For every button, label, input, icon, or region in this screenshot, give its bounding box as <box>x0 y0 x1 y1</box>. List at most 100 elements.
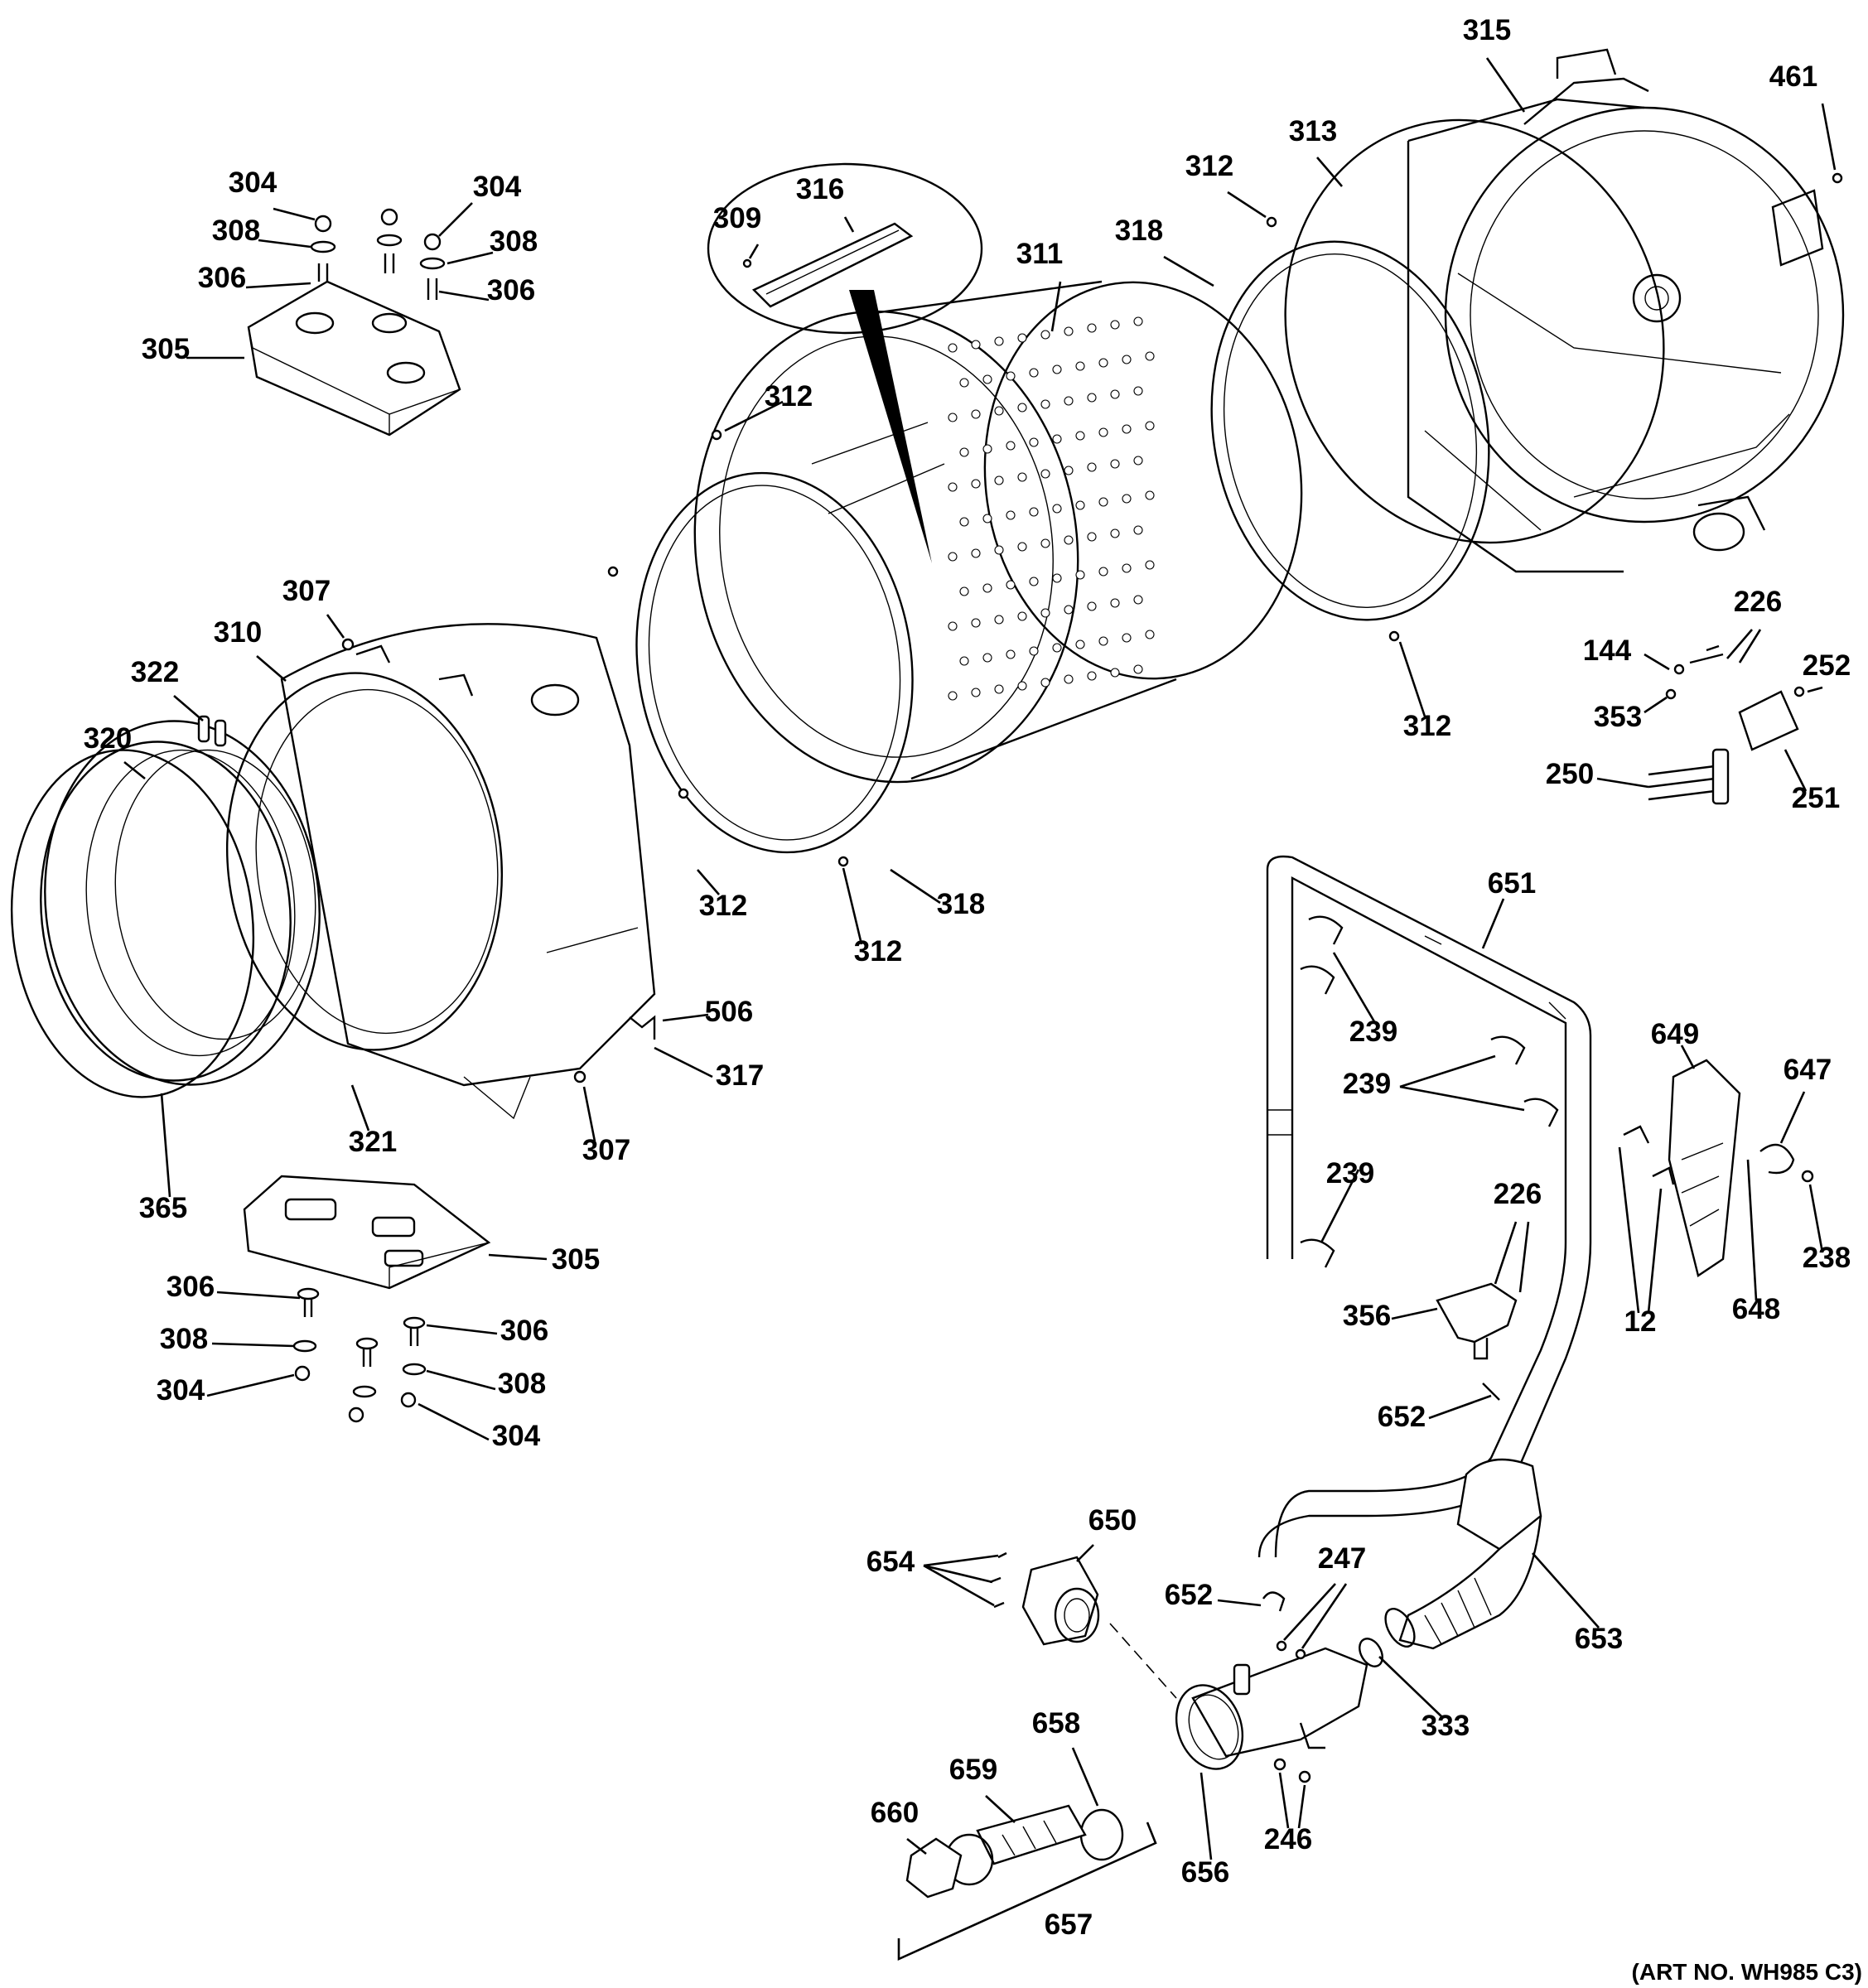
callout-461: 461 <box>1769 60 1817 93</box>
hose-fittings-322 <box>197 715 227 747</box>
callout-651: 651 <box>1488 867 1536 900</box>
clamp-333 <box>1359 1638 1383 1667</box>
callout-658: 658 <box>1032 1707 1080 1740</box>
clamp-652-lower <box>1262 1591 1286 1612</box>
callout-306: 306 <box>500 1315 548 1347</box>
callout-656: 656 <box>1181 1856 1229 1889</box>
callout-12: 12 <box>1624 1305 1657 1338</box>
clips-12 <box>1623 1125 1675 1185</box>
callout-654: 654 <box>866 1546 915 1578</box>
callout-311: 311 <box>1016 238 1063 270</box>
wire-tie-647 <box>1759 1143 1795 1175</box>
detail-zoom-pointer <box>849 290 932 563</box>
bottom-counterweight <box>243 1175 491 1290</box>
callout-657: 657 <box>1045 1908 1093 1941</box>
callout-316: 316 <box>796 173 844 205</box>
callout-652: 652 <box>1165 1579 1213 1611</box>
callout-659: 659 <box>949 1754 997 1786</box>
spring-clip-317 <box>629 1015 656 1040</box>
callout-321: 321 <box>349 1126 397 1158</box>
outer-tub-rear <box>1407 48 1845 573</box>
callout-306: 306 <box>198 262 246 294</box>
tub-gasket-ring <box>1284 118 1665 544</box>
callout-333: 333 <box>1422 1710 1470 1742</box>
callout-315: 315 <box>1463 14 1511 46</box>
callout-310: 310 <box>214 616 262 649</box>
wash-drum-basket <box>693 280 1303 784</box>
pump-screws-654 <box>989 1551 1007 1609</box>
callout-304: 304 <box>229 166 278 199</box>
callout-305: 305 <box>142 333 190 365</box>
callout-304: 304 <box>473 171 522 203</box>
callout-250: 250 <box>1546 758 1594 790</box>
callout-649: 649 <box>1651 1018 1699 1050</box>
callout-308: 308 <box>212 215 260 247</box>
bottom-counterweight-hardware <box>292 1287 427 1423</box>
bracket-356 <box>1436 1282 1518 1360</box>
leader-lines <box>123 57 1837 1860</box>
top-counterweight-hardware <box>310 208 446 300</box>
callout-251: 251 <box>1792 782 1840 814</box>
callout-320: 320 <box>84 722 132 755</box>
callout-317: 317 <box>716 1059 764 1092</box>
pump-motor-650 <box>1021 1556 1100 1646</box>
callout-660: 660 <box>871 1797 919 1829</box>
callout-647: 647 <box>1784 1054 1832 1086</box>
drain-bellows-653 <box>1384 1458 1542 1650</box>
callout-312: 312 <box>1403 710 1451 742</box>
callout-239: 239 <box>1343 1068 1391 1100</box>
pressure-sensor-bracket-649 <box>1668 1059 1741 1277</box>
hose-clips-239 <box>1300 915 1559 1268</box>
callout-308: 308 <box>160 1323 208 1355</box>
callout-239: 239 <box>1349 1016 1397 1048</box>
callout-307: 307 <box>282 575 331 607</box>
clamp-652-upper <box>1482 1382 1500 1401</box>
callout-365: 365 <box>139 1192 187 1224</box>
front-drum-ring <box>635 471 914 854</box>
callout-312: 312 <box>854 935 902 967</box>
callout-306: 306 <box>167 1271 215 1303</box>
callout-226: 226 <box>1734 586 1782 618</box>
heater-element <box>1648 644 1805 805</box>
callout-506: 506 <box>705 996 753 1028</box>
callout-313: 313 <box>1289 115 1337 147</box>
callout-312: 312 <box>699 890 747 922</box>
baffle-detail-view <box>707 162 983 335</box>
drain-filter-657 <box>905 1804 1124 1899</box>
callout-239: 239 <box>1326 1157 1374 1189</box>
callout-252: 252 <box>1803 649 1851 682</box>
callout-238: 238 <box>1803 1242 1851 1274</box>
callout-247: 247 <box>1318 1542 1366 1575</box>
callout-305: 305 <box>552 1243 600 1276</box>
callout-356: 356 <box>1343 1300 1391 1332</box>
callout-322: 322 <box>131 656 179 688</box>
callout-648: 648 <box>1732 1293 1780 1325</box>
top-counterweight <box>247 280 461 437</box>
callout-353: 353 <box>1594 701 1642 733</box>
filter-group-bracket <box>897 1822 1157 1961</box>
callout-309: 309 <box>713 202 761 234</box>
callout-312: 312 <box>765 380 813 413</box>
callout-312: 312 <box>1185 150 1233 182</box>
callout-labels: 315 461 313 312 318 316 309 311 312 304 304 308 308 3… <box>84 14 1851 1941</box>
door-boot-gasket <box>10 720 321 1098</box>
callout-226: 226 <box>1494 1178 1542 1210</box>
callout-650: 650 <box>1088 1504 1137 1537</box>
callout-304: 304 <box>492 1420 541 1452</box>
callout-308: 308 <box>490 225 538 258</box>
callout-304: 304 <box>157 1374 205 1407</box>
callout-307: 307 <box>582 1134 630 1166</box>
callout-318: 318 <box>937 888 985 920</box>
callout-318: 318 <box>1115 215 1163 247</box>
art-number: (ART NO. WH985 C3) <box>1632 1959 1862 1985</box>
callout-308: 308 <box>498 1368 546 1400</box>
front-tub-half <box>225 623 656 1120</box>
callout-652: 652 <box>1378 1401 1426 1433</box>
callout-246: 246 <box>1264 1823 1312 1855</box>
callout-144: 144 <box>1583 635 1632 667</box>
assembly-line <box>1109 1623 1177 1699</box>
callout-306: 306 <box>487 274 535 306</box>
callout-653: 653 <box>1575 1623 1623 1655</box>
